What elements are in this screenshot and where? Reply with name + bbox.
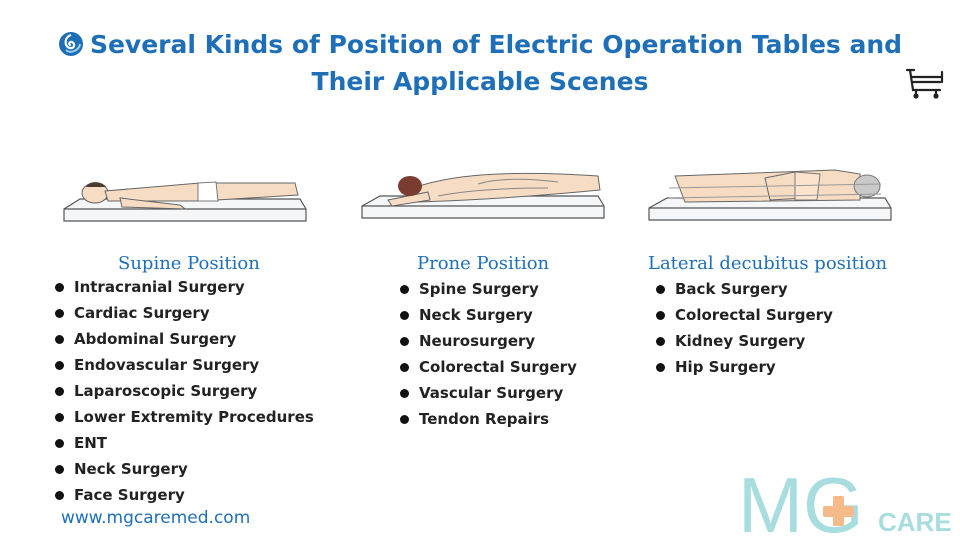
title-line-2: Their Applicable Scenes [311,67,649,96]
logo-swirl-icon [58,31,84,65]
list-item: Colorectal Surgery [400,354,577,380]
supine-position-heading: Supine Position [118,253,260,274]
list-item: Spine Surgery [400,276,577,302]
list-item: Neck Surgery [400,302,577,328]
list-item: Vascular Surgery [400,380,577,406]
list-item: Kidney Surgery [656,328,833,354]
list-item: Cardiac Surgery [55,300,314,326]
prone-position-illustration [358,160,608,234]
prone-position-heading: Prone Position [417,253,550,274]
list-item: Intracranial Surgery [55,274,314,300]
list-item: Tendon Repairs [400,406,577,432]
mgcare-logo: MG CARE [738,461,953,540]
list-item: Abdominal Surgery [55,326,314,352]
title-line-1: Several Kinds of Position of Electric Op… [89,30,903,59]
list-item: ENT [55,430,314,456]
logo-mg-text: MG [738,468,864,536]
page-title: Several Kinds of Position of Electric Op… [0,28,960,98]
supine-position-illustration [60,165,310,239]
list-item: Neurosurgery [400,328,577,354]
list-item: Back Surgery [656,276,833,302]
logo-cross-icon [823,496,854,526]
website-link[interactable]: www.mgcaremed.com [61,508,251,528]
list-item: Endovascular Surgery [55,352,314,378]
list-item: Lower Extremity Procedures [55,404,314,430]
lateral-position-heading: Lateral decubitus position [648,253,888,274]
list-item: Hip Surgery [656,354,833,380]
list-item: Laparoscopic Surgery [55,378,314,404]
supine-surgery-list: Intracranial Surgery Cardiac Surgery Abd… [55,274,314,508]
list-item: Neck Surgery [55,456,314,482]
bed-cart-icon [904,66,946,104]
lateral-surgery-list: Back Surgery Colorectal Surgery Kidney S… [656,276,833,380]
lateral-decubitus-illustration [645,158,895,237]
prone-surgery-list: Spine Surgery Neck Surgery Neurosurgery … [400,276,577,432]
list-item: Colorectal Surgery [656,302,833,328]
list-item: Face Surgery [55,482,314,508]
logo-care-text: CARE [878,507,952,536]
